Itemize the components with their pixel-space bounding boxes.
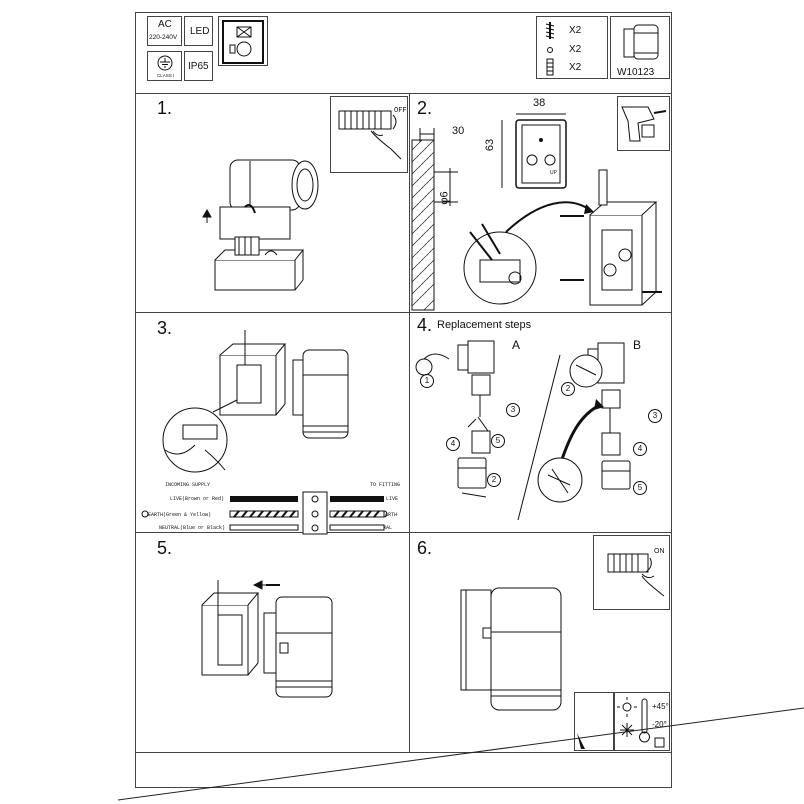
wall-anchor-icon [546,58,554,76]
instruction-sheet-frame [135,12,672,788]
breaker-on-label: ON [654,548,665,555]
callout-b-2: 2 [561,382,575,396]
earth-symbol-in [141,510,149,518]
model-box: W10123 [610,16,670,79]
step-1-number: 1. [157,98,173,118]
breaker-on-inset: ON [593,535,670,610]
grid-line [135,752,672,753]
callout-a-2: 2 [487,473,501,487]
step5-assembly-illustration [201,580,333,698]
thermometer-icon [639,698,650,743]
drill-icon [621,106,667,142]
ip-box: IP65 [184,51,213,81]
variant-a-label: A [512,338,521,352]
variant-b-label: B [633,338,642,352]
callout-a-4: 4 [446,437,460,451]
wall-corner-inset [574,692,614,751]
step2-installation-illustration [411,113,662,311]
wall-corner-icon [577,733,585,749]
dim-depth: 30 [452,125,465,137]
step-2-number: 2. [417,98,433,118]
incoming-supply-label: INCOMING SUPPLY [165,482,211,488]
temp-low-label: -20° [652,720,667,729]
anchor-qty: X2 [569,62,582,73]
to-fitting-label: TO FITTING [370,482,401,488]
breaker-on-illustration [607,553,665,597]
callout-a-3: 3 [506,403,520,417]
step-4-number: 4. [417,315,433,335]
grid-line [135,312,672,313]
callout-b-5: 5 [633,481,647,495]
callout-b-4: 4 [633,442,647,456]
snowflake-icon [620,723,634,737]
step4-replacement-illustration [415,340,631,521]
step-5-number: 5. [157,538,173,558]
breaker-off-illustration [338,110,402,160]
voltage-label: 220-240V [149,34,178,41]
step1-mount-illustration [202,159,319,291]
screw-qty: X2 [569,25,582,36]
product-thumbnail-icon [623,24,659,60]
divider-line [517,354,561,521]
callout-a-1: 1 [420,374,434,388]
accessories-box: X2 X2 X2 [536,16,608,79]
replacement-steps-title: Replacement steps [437,319,532,331]
callout-a-5: 5 [491,434,505,448]
breaker-off-label: OFF [394,107,407,115]
breaker-off-inset: OFF [330,96,408,173]
temp-high-label: +45° [652,702,669,711]
earth-icon [157,55,173,71]
drill-inset [617,96,670,151]
earth-in-label: EARTH(Green & Yellow) [148,512,212,518]
grid-line [135,532,672,533]
model-number: W10123 [617,67,655,78]
grid-line [409,93,410,752]
class-i-box: CLASS I [147,51,182,81]
live-in-label: LIVE(Brown or Red) [170,496,225,502]
ip-label: IP65 [188,61,209,72]
temperature-icons [617,697,665,748]
ac-label: AC [158,19,172,30]
callout-b-3: 3 [648,409,662,423]
washer-icon [547,47,553,53]
live-out-label: LIVE [386,496,399,502]
ac-voltage-box: AC 220-240V [147,16,182,46]
led-label: LED [190,26,210,37]
class-label: CLASS I [157,73,175,78]
step3-wiring-illustration [162,330,349,473]
washer-qty: X2 [569,44,582,55]
sun-icon [617,697,637,717]
temperature-inset: +45° -20° [614,692,670,751]
accessory-icons [545,22,555,76]
lamp-type-box [218,16,268,66]
neutral-in-label: NEUTRAL(Blue or Black) [159,525,226,531]
step6-finished-lamp-illustration [460,587,562,711]
dim-width: 38 [533,97,546,109]
step-6-number: 6. [417,538,433,558]
screw-icon [545,22,555,39]
step-3-number: 3. [157,318,173,338]
wiring-diagram [141,491,388,535]
earth-out-label: EARTH [382,512,398,518]
lamp-type-icon [222,20,264,64]
grid-line [135,93,672,94]
up-label: UP [550,170,557,176]
led-box: LED [184,16,213,46]
